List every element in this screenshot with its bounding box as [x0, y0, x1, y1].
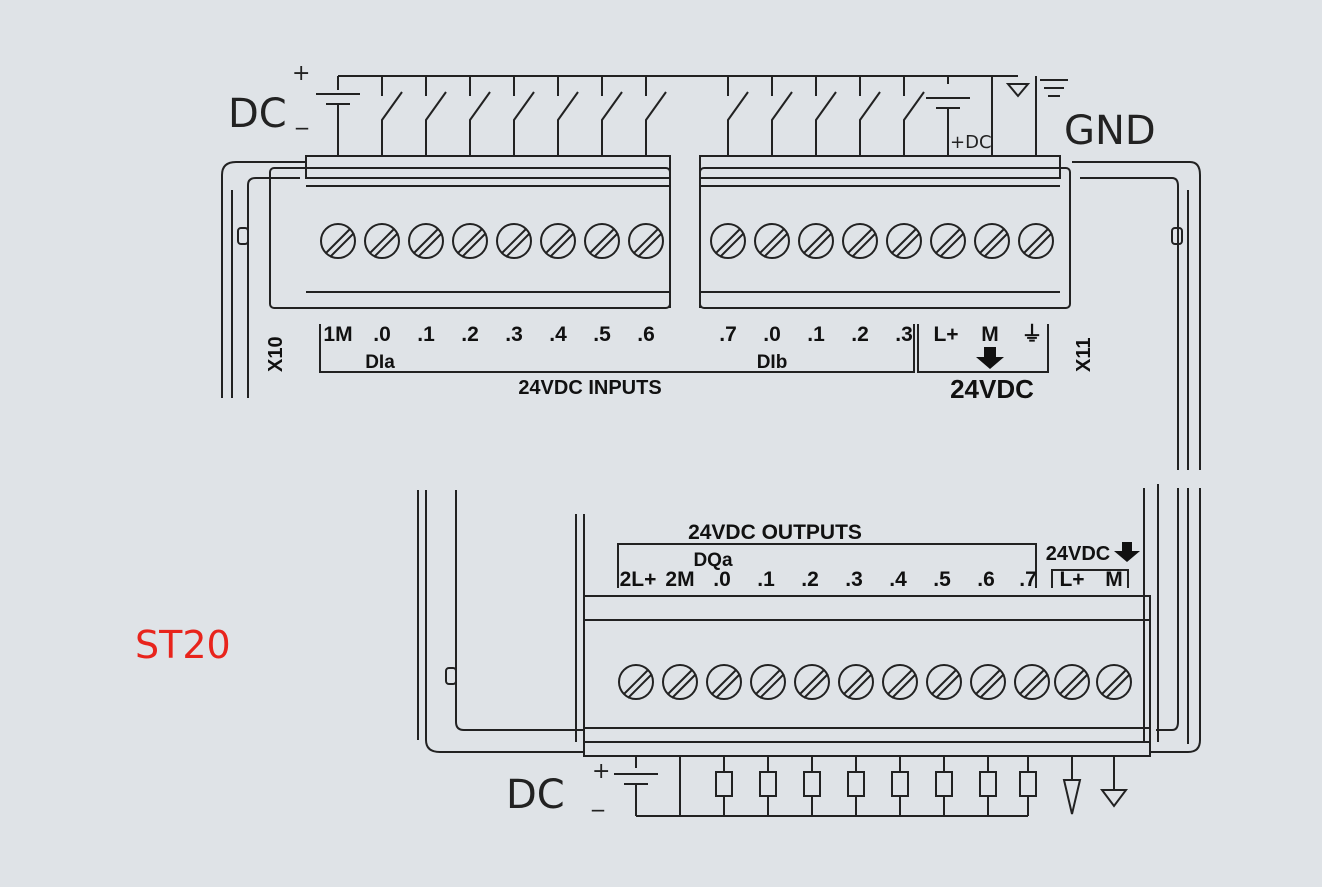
- input-terminal-label: 1M: [323, 323, 352, 346]
- output-terminal-label: .6: [977, 568, 995, 591]
- connector-x11-label: X11: [1073, 338, 1095, 372]
- output-terminal-label: M: [1105, 568, 1123, 591]
- output-terminal-label: .1: [757, 568, 775, 591]
- upper-screw-terminals: [320, 223, 1054, 259]
- upper-connector-x11-top: [699, 155, 1061, 179]
- input-terminal-label: .0: [763, 323, 781, 346]
- output-terminal-label: 2L+: [620, 568, 657, 591]
- output-terminal-label: L+: [1059, 568, 1084, 591]
- input-terminal-label: .2: [461, 323, 479, 346]
- output-terminal-label: .7: [1019, 568, 1037, 591]
- output-dc-label: DC: [506, 772, 565, 818]
- input-terminal-label: L+: [933, 323, 958, 346]
- power-arrow-icon: [976, 347, 1004, 369]
- input-power-caption: 24VDC: [950, 374, 1034, 404]
- gnd-label: GND: [1064, 108, 1156, 154]
- input-plus-sign: +: [292, 61, 310, 86]
- output-terminal-label: .5: [933, 568, 951, 591]
- input-terminal-label: .1: [807, 323, 825, 346]
- output-supply-labels: DC + _: [506, 759, 610, 818]
- group-dia-label: DIa: [365, 352, 395, 373]
- input-terminal-label: .1: [417, 323, 435, 346]
- lower-housing-outline: [425, 488, 1201, 753]
- group-dqa-label: DQa: [693, 550, 733, 571]
- output-terminal-label: 2M: [665, 568, 694, 591]
- model-label: ST20: [135, 623, 231, 667]
- connector-x10-label: X10: [265, 336, 287, 372]
- lower-screw-terminals: [618, 664, 1132, 700]
- power-arrow-icon: [1114, 542, 1140, 562]
- output-terminal-label: .4: [889, 568, 907, 591]
- output-terminal-label: .0: [713, 568, 731, 591]
- plus-dc-label: +DC: [950, 132, 992, 153]
- upper-housing-outline: [221, 161, 1201, 470]
- output-minus-sign: _: [591, 784, 605, 812]
- upper-connector-x10-top: [305, 155, 671, 179]
- output-terminal-label: .3: [845, 568, 863, 591]
- input-terminal-label: .0: [373, 323, 391, 346]
- input-terminal-label: .7: [719, 323, 737, 346]
- input-terminal-label: .4: [549, 323, 567, 346]
- input-label-brackets: [319, 324, 1049, 373]
- input-minus-sign: _: [295, 102, 309, 130]
- ground-symbol-icon: ⏚: [1022, 323, 1043, 346]
- input-terminal-label: .2: [851, 323, 869, 346]
- outputs-caption: 24VDC OUTPUTS: [688, 521, 862, 544]
- input-dc-label: DC: [228, 91, 287, 137]
- input-terminal-label: .3: [895, 323, 913, 346]
- input-supply-labels: DC + _ +DC GND: [228, 61, 1156, 154]
- input-terminal-label: M: [981, 323, 999, 346]
- upper-connector-x10-body: [269, 167, 671, 309]
- input-terminal-labels: 1M .0 .1 .2 .3 .4 .5 .6 .7 .0 .1 .2 .3 L…: [323, 323, 1042, 346]
- group-dib-label: DIb: [757, 352, 788, 373]
- input-wiring: [316, 75, 1068, 156]
- output-terminal-label: .2: [801, 568, 819, 591]
- output-plus-sign: +: [592, 759, 610, 784]
- input-terminal-label: .3: [505, 323, 523, 346]
- output-terminal-labels: 2L+ 2M .0 .1 .2 .3 .4 .5 .6 .7 L+ M: [620, 568, 1123, 591]
- lower-housing-inner: [455, 488, 1179, 731]
- output-label-brackets: [617, 543, 1129, 588]
- output-wiring: [614, 756, 1128, 817]
- input-terminal-label: .5: [593, 323, 611, 346]
- upper-housing-inner: [247, 177, 1179, 470]
- output-power-caption: 24VDC: [1046, 543, 1110, 565]
- inputs-caption: 24VDC INPUTS: [518, 377, 661, 399]
- input-terminal-label: .6: [637, 323, 655, 346]
